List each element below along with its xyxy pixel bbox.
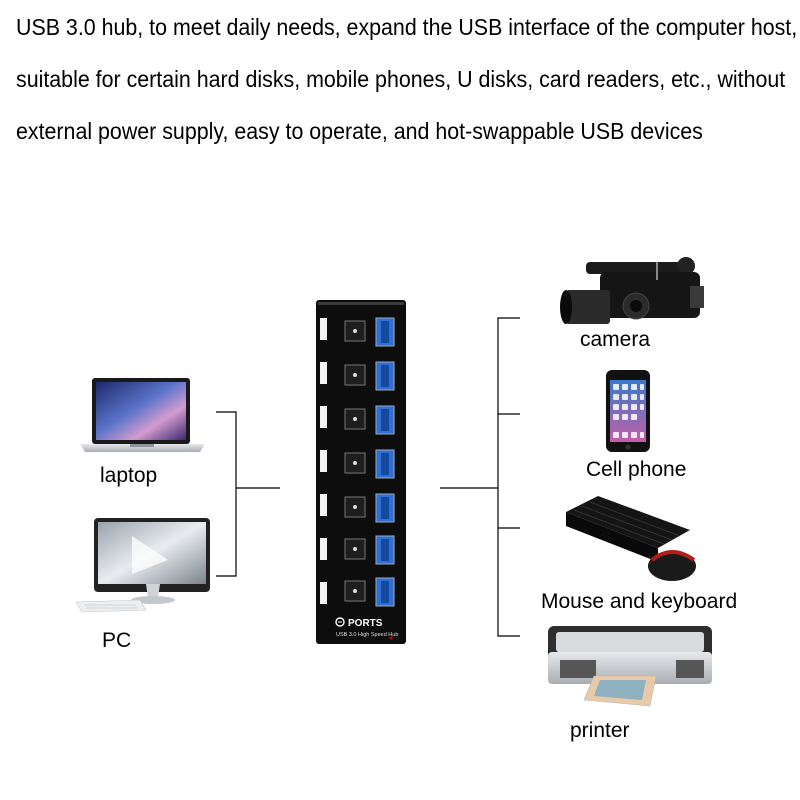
intro-line-2: suitable for certain hard disks, mobile … [16, 66, 786, 92]
hub-led-slots [320, 318, 327, 604]
hub-model-text: USB 3.0 High Speed Hub [336, 632, 398, 638]
device-label-mouse-keyboard: Mouse and keyboard [541, 590, 738, 613]
intro-line-3: external power supply, easy to operate, … [16, 118, 703, 144]
keyboard-mouse-icon [566, 496, 696, 581]
smartphone-icon [606, 370, 650, 452]
device-label-cell-phone: Cell phone [586, 458, 687, 481]
desktop-pc-icon [75, 518, 210, 613]
device-label-printer: printer [570, 719, 630, 742]
hub-logo-text: PORTS [348, 618, 383, 629]
camcorder-icon [560, 257, 704, 324]
intro-line-1: USB 3.0 hub, to meet daily needs, expand… [16, 14, 798, 40]
hub-logo-icon [335, 617, 345, 627]
left-bracket [216, 411, 237, 577]
hub-switches [344, 320, 366, 602]
laptop-icon [80, 378, 205, 452]
right-bracket [497, 317, 520, 637]
connector-lines [216, 317, 520, 637]
device-label-laptop: laptop [100, 464, 158, 487]
usb-hub: PORTS USB 3.0 High Speed Hub [316, 300, 406, 644]
device-label-camera: camera [580, 328, 651, 351]
hub-usb-ports [375, 317, 395, 607]
device-label-pc: PC [102, 629, 132, 652]
printer-icon [548, 626, 712, 707]
